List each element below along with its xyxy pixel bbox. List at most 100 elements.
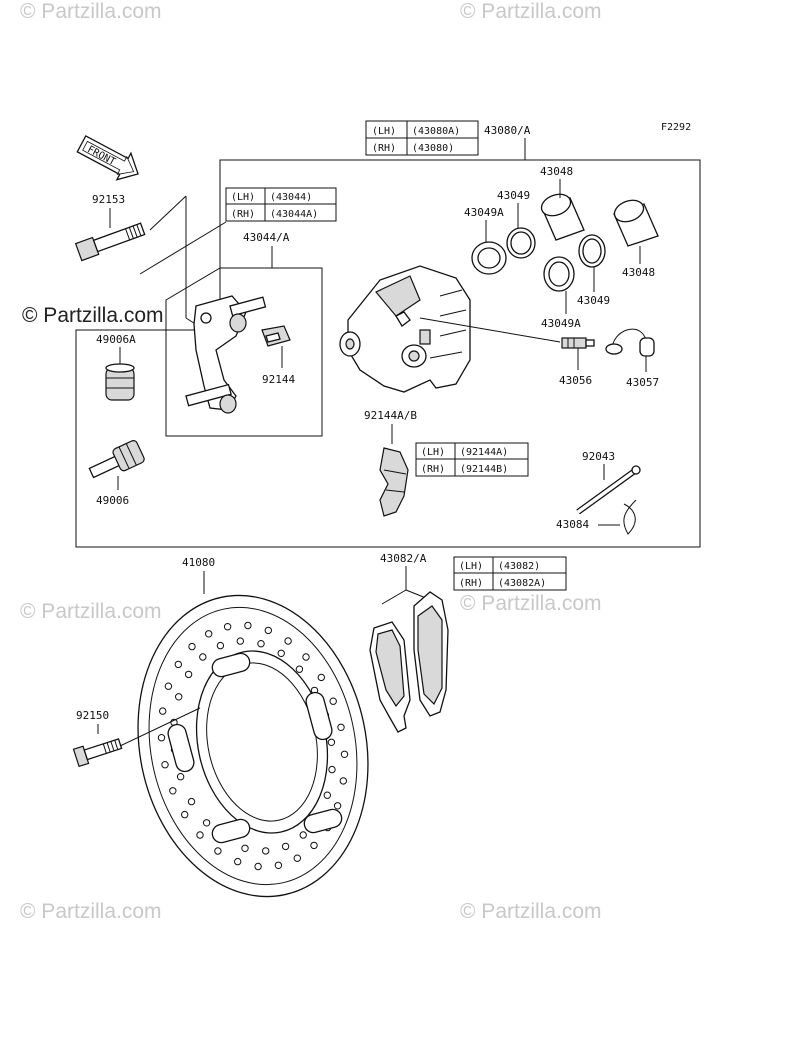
disc-hole	[277, 649, 285, 657]
disc-hole	[244, 621, 252, 630]
pad-spring-92144AB	[379, 447, 409, 517]
disc-hole	[323, 791, 331, 799]
clip-43084	[623, 499, 637, 535]
table-43044: (LH) (RH) (43044) (43044A)	[225, 187, 337, 222]
piston-43048-b	[613, 199, 659, 247]
disc-hole	[254, 862, 262, 871]
part-92153: 92153	[92, 193, 125, 206]
brake-disc-41080	[137, 594, 369, 898]
table-43082-rh-val: (43082A)	[498, 578, 546, 589]
table-43082-rh: (RH)	[459, 578, 483, 589]
brake-pad-outer	[413, 591, 449, 717]
disc-hole	[317, 673, 325, 682]
part-43044A: 43044/A	[243, 231, 290, 244]
disc-hole	[327, 738, 336, 746]
part-43049-b: 43049	[577, 294, 610, 307]
seal-43049-b	[578, 234, 606, 268]
part-92144: 92144	[262, 373, 295, 386]
disc-hole	[202, 819, 211, 827]
watermark-5: © Partzilla.com	[20, 900, 162, 923]
table-92144-rh: (RH)	[421, 464, 445, 475]
disc-hole	[175, 693, 183, 701]
disc-hole	[281, 842, 290, 851]
disc-hole	[264, 626, 272, 635]
disc-hole	[187, 797, 196, 806]
table-43080-rh-val: (43080)	[412, 143, 454, 154]
watermark-1: © Partzilla.com	[20, 0, 162, 23]
watermark-2: © Partzilla.com	[460, 0, 602, 23]
bracket-subassembly-box	[165, 267, 323, 437]
table-43044-rh: (RH)	[231, 209, 255, 220]
part-43049-a: 43049	[497, 189, 530, 202]
disc-hole	[161, 761, 169, 769]
table-43044-lh: (LH)	[231, 192, 255, 203]
table-92144: (LH) (RH) (92144A) (92144B)	[415, 442, 529, 477]
seal-43049A-a	[471, 241, 507, 275]
watermarks: © Partzilla.com © Partzilla.com © Partzi…	[20, 0, 602, 923]
disc-hole	[257, 640, 265, 648]
pin-92043	[576, 465, 641, 515]
disc-hole	[216, 641, 225, 650]
front-arrow: FRONT	[76, 135, 139, 181]
disc-hole	[328, 765, 336, 774]
disc-hole	[169, 787, 177, 795]
disc-hole	[157, 734, 166, 742]
seal-43049-a	[506, 227, 536, 259]
disc-hole	[274, 861, 283, 869]
disc-hole	[333, 802, 342, 810]
bracket-43044	[185, 295, 267, 414]
watermark-3: © Partzilla.com	[20, 600, 162, 623]
disc-hole	[339, 777, 347, 785]
disc-hole	[184, 670, 193, 679]
disc-hole	[199, 653, 207, 661]
table-43080-lh-val: (43080A)	[412, 126, 460, 137]
watermark-main: © Partzilla.com	[22, 304, 164, 327]
disc-hole	[164, 682, 173, 690]
part-49006: 49006	[96, 494, 129, 507]
disc-hole	[329, 697, 337, 705]
clip-92144	[261, 325, 291, 347]
table-43082-lh-val: (43082)	[498, 561, 540, 572]
table-43044-rh-val: (43044A)	[270, 209, 318, 220]
table-43080-lh: (LH)	[372, 126, 396, 137]
disc-hole	[205, 630, 213, 638]
disc-hole	[214, 847, 222, 855]
part-43048-b: 43048	[622, 266, 655, 279]
pin-49006	[88, 440, 145, 479]
disc-hole	[176, 773, 185, 781]
table-43082-lh: (LH)	[459, 561, 483, 572]
disc-hole	[236, 637, 245, 645]
part-43056: 43056	[559, 374, 592, 387]
disc-hole	[196, 831, 204, 839]
disc-hole	[234, 857, 242, 866]
bolt-92150	[72, 738, 123, 768]
part-43084: 43084	[556, 518, 589, 531]
watermark-4: © Partzilla.com	[460, 592, 602, 615]
disc-hole	[241, 844, 249, 852]
disc-hole	[262, 847, 270, 855]
bleeder-43056	[561, 337, 595, 349]
part-92144AB: 92144A/B	[364, 409, 417, 422]
seal-43049A-b	[543, 256, 575, 292]
part-92043: 92043	[582, 450, 615, 463]
disc-hole	[310, 841, 318, 850]
disc-hole	[293, 854, 301, 862]
disc-hole	[181, 810, 189, 819]
part-43048-a: 43048	[540, 165, 573, 178]
figure-code: F2292	[661, 122, 691, 133]
part-43082A: 43082/A	[380, 552, 427, 565]
part-49006A: 49006A	[96, 333, 136, 346]
bolt-92153	[74, 222, 146, 262]
disc-hole	[337, 723, 345, 731]
table-92144-rh-val: (92144B)	[460, 464, 508, 475]
brake-pad-inner	[369, 621, 411, 733]
watermark-6: © Partzilla.com	[460, 900, 602, 923]
table-43044-lh-val: (43044)	[270, 192, 312, 203]
caliper-body	[339, 265, 471, 393]
disc-hole	[302, 653, 310, 661]
table-92144-lh: (LH)	[421, 447, 445, 458]
disc-hole	[284, 637, 292, 645]
part-43057: 43057	[626, 376, 659, 389]
cap-43057	[605, 328, 655, 357]
